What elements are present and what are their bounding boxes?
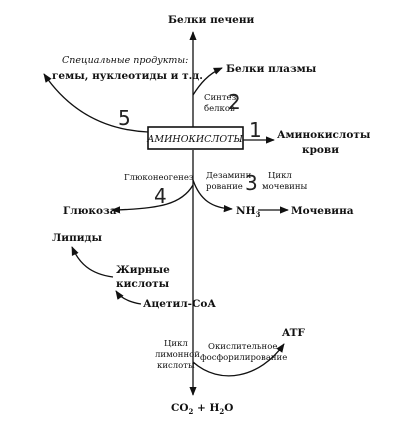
glucose-arrow	[111, 184, 194, 214]
handwritten-number-3: 3	[245, 171, 258, 195]
oxphos-line2: фосфорилирование	[200, 353, 287, 363]
nh3-arrow	[192, 179, 233, 213]
blood-amino-acids-line2: крови	[302, 144, 339, 156]
glucose-label: Глюкоза	[63, 205, 117, 217]
atp-label: ATF	[281, 327, 305, 339]
plasma-proteins-label: Белки плазмы	[226, 63, 317, 75]
liver-proteins-label: Белки печени	[168, 14, 254, 26]
nh3-label: NH3	[236, 205, 261, 219]
special-products-list: гемы, нуклеотиды и т.д.	[52, 70, 203, 82]
atp-arrow	[192, 343, 285, 377]
citric-cycle-line2: лимонной	[155, 350, 200, 360]
special-products-arrow	[43, 73, 149, 133]
gluconeogenesis-label: Глюконеогенез	[124, 173, 194, 183]
acetyl-coa-label: Ацетил-СоА	[143, 298, 216, 310]
co2-h2o-label: CO2 + H2O	[171, 402, 233, 416]
lipids-label: Липиды	[52, 232, 103, 244]
protein-synthesis-line2: белков	[204, 103, 235, 114]
fatty-acids-line1: Жирные	[116, 264, 170, 276]
urea-label: Мочевина	[291, 205, 354, 217]
fatty-acids-arrow	[115, 290, 142, 305]
special-products-title: Специальные продукты:	[62, 55, 188, 66]
urea-cycle-line2: мочевины	[262, 182, 307, 192]
citric-cycle-line1: Цикл	[164, 339, 188, 349]
handwritten-number-1: 1	[249, 118, 262, 142]
amino-acids-box	[147, 126, 244, 150]
handwritten-number-4: 4	[154, 184, 167, 208]
deamination-line2: рование	[206, 182, 243, 192]
deamination-line1: Дезамини-	[206, 171, 254, 181]
lipids-arrow	[71, 246, 114, 278]
fatty-acids-line2: кислоты	[116, 278, 170, 290]
blood-amino-acids-line1: Аминокислоты	[277, 129, 371, 141]
urea-cycle-line1: Цикл	[268, 171, 292, 181]
citric-cycle-line3: кислоты	[157, 361, 195, 371]
handwritten-number-5: 5	[118, 106, 131, 130]
oxphos-line1: Окислительное	[208, 342, 277, 352]
plasma-proteins-arrow	[192, 67, 223, 96]
handwritten-number-2: 2	[228, 90, 241, 114]
amino-acids-label: АМИНОКИСЛОТЫ	[146, 134, 243, 145]
protein-synthesis-line1: Синтез	[204, 93, 237, 103]
